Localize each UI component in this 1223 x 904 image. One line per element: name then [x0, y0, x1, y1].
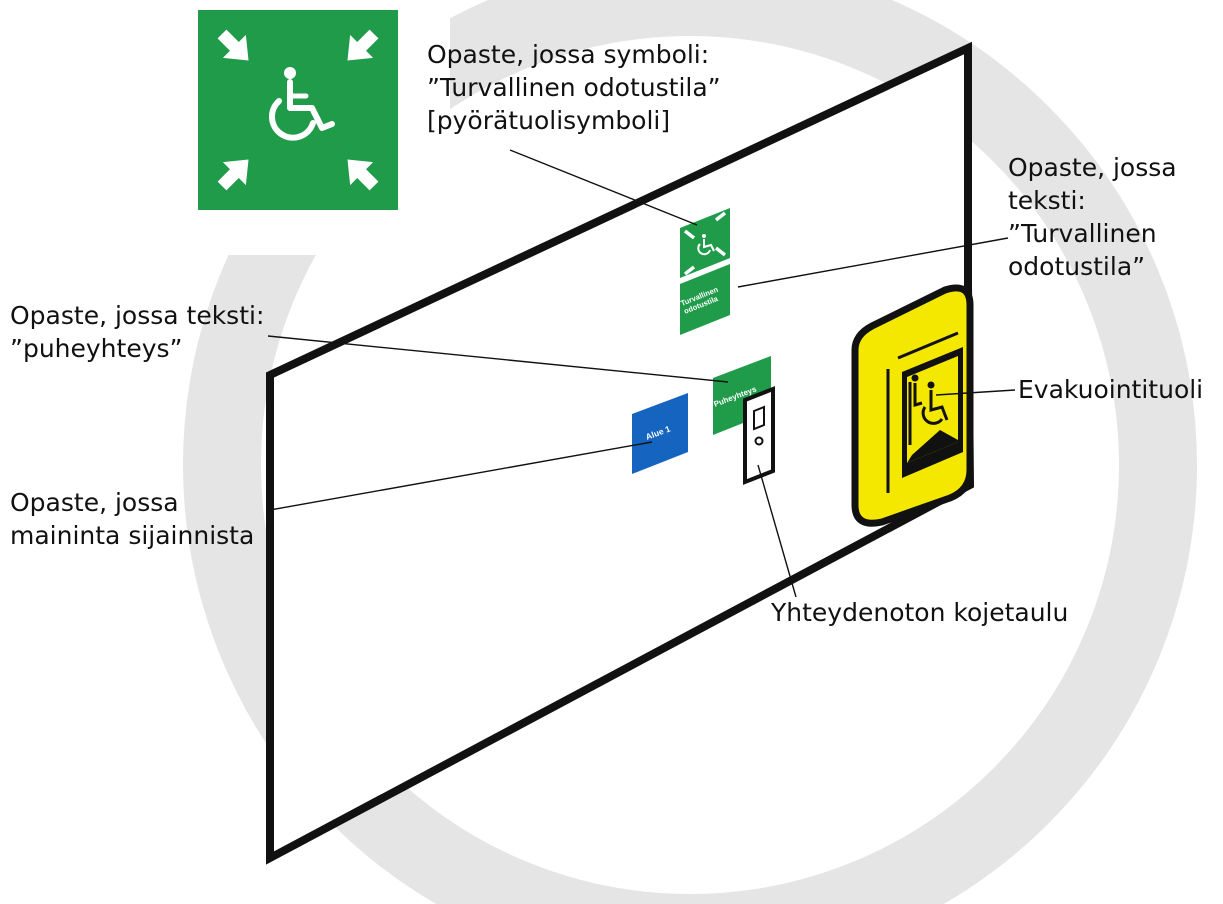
contact-panel — [743, 386, 775, 485]
wall-symbol-sign — [680, 208, 730, 278]
leader-line-text-sign — [737, 237, 1009, 288]
wheelchair-assembly-point-icon — [198, 10, 398, 210]
leader-lines — [267, 149, 1016, 598]
wall-waiting-area-text-sign: Turvallinen odotustila — [679, 264, 730, 335]
callout-location-sign: Opaste, jossa maininta sijainnista — [10, 486, 254, 552]
leader-line-chair — [935, 389, 1016, 396]
callout-symbol-sign-line-2: ”Turvallinen odotustila” — [427, 73, 721, 102]
evacuation-chair-cabinet — [851, 284, 974, 527]
evacuation-chair-icon — [907, 374, 958, 463]
callout-text-sign-line-1: Opaste, jossa — [1008, 153, 1177, 182]
callout-location-sign-line-1: Opaste, jossa — [10, 488, 179, 517]
leader-line-location-sign — [269, 441, 653, 511]
callout-panel: Yhteydenoton kojetaulu — [771, 596, 1068, 629]
callout-speech-sign-line-1: Opaste, jossa teksti: — [10, 301, 265, 330]
callout-evac-chair: Evakuointituoli — [1018, 373, 1203, 406]
background-circle — [183, 0, 1197, 904]
callout-panel-line-1: Yhteydenoton kojetaulu — [771, 598, 1069, 627]
callout-text-sign-line-4: odotustila” — [1008, 252, 1146, 281]
leader-line-speech-sign — [267, 335, 729, 383]
callout-speech-sign: Opaste, jossa teksti: ”puheyhteys” — [10, 299, 264, 365]
callout-text-sign-line-3: ”Turvallinen — [1008, 219, 1157, 248]
callout-text-sign-line-2: teksti: — [1008, 186, 1086, 215]
leader-line-symbol-sign — [509, 149, 698, 226]
callout-location-sign-line-2: maininta sijainnista — [10, 521, 255, 550]
leader-line-panel — [757, 464, 797, 598]
callout-text-sign: Opaste, jossa teksti: ”Turvallinen odotu… — [1008, 151, 1177, 283]
callout-symbol-sign-line-3: [pyörätuolisymboli] — [427, 106, 671, 135]
callout-symbol-sign: Opaste, jossa symboli: ”Turvallinen odot… — [427, 38, 721, 137]
callout-symbol-sign-line-1: Opaste, jossa symboli: — [427, 40, 710, 69]
callout-speech-sign-line-2: ”puheyhteys” — [10, 334, 183, 363]
wall-area-sign: Alue 1 — [632, 393, 688, 474]
callout-evac-chair-line-1: Evakuointituoli — [1018, 375, 1204, 404]
